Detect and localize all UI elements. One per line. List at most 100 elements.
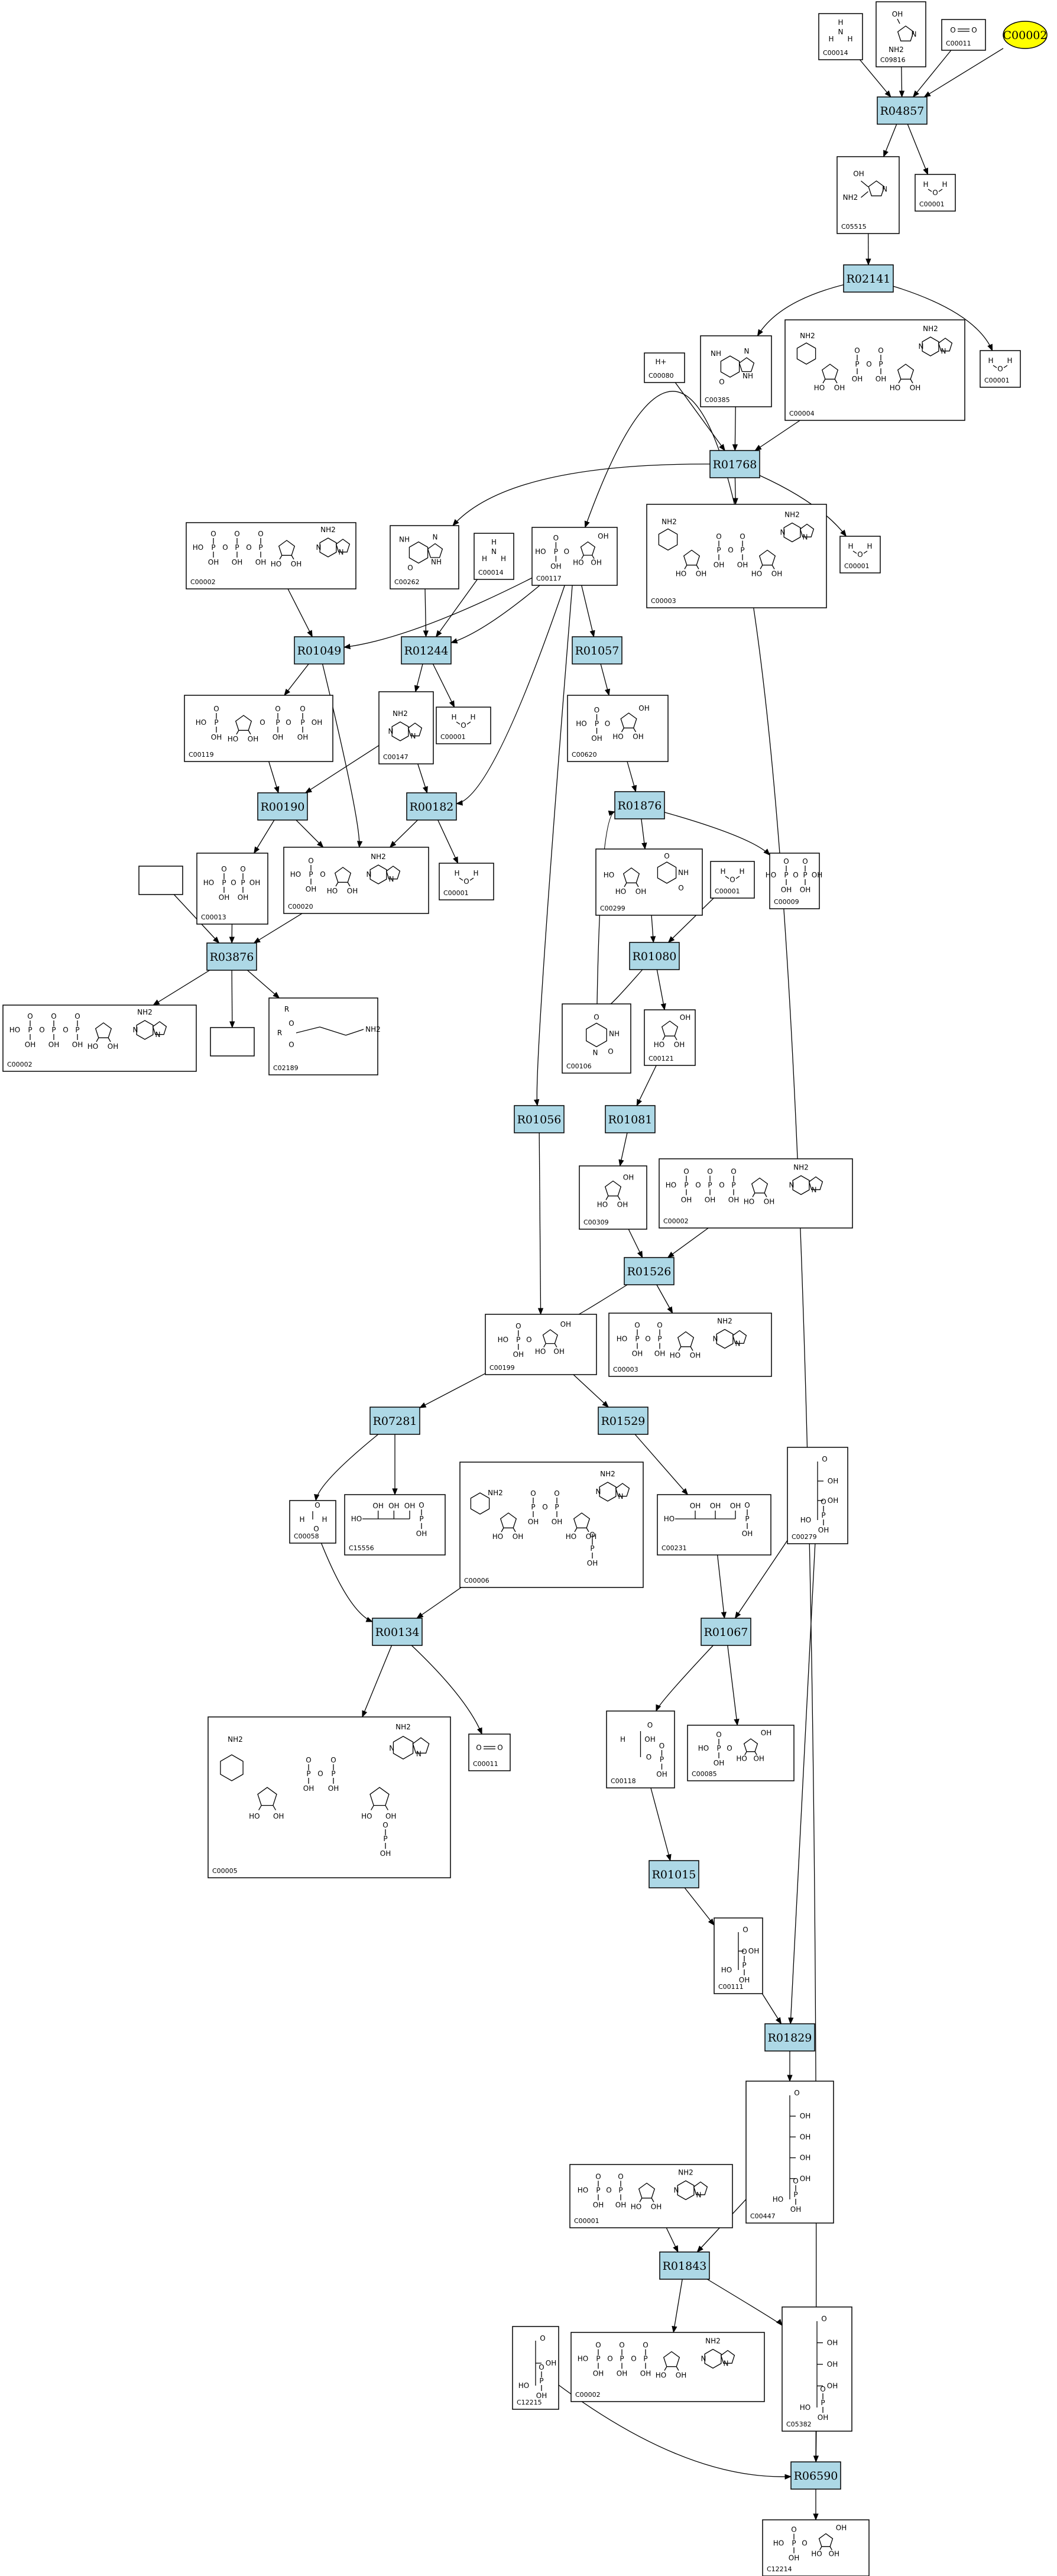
edge-arrow: [672, 2279, 683, 2334]
atom-label: OH: [72, 1041, 83, 1049]
reaction-node[interactable]: R01768: [709, 450, 760, 478]
reaction-node[interactable]: R03876: [206, 942, 257, 971]
reaction-label: R01529: [601, 1415, 646, 1428]
reaction-node[interactable]: R01067: [701, 1618, 751, 1646]
reaction-node[interactable]: R06590: [790, 2461, 841, 2490]
highlight-compound[interactable]: C00002: [1003, 21, 1048, 49]
reaction-node[interactable]: R01056: [514, 1105, 565, 1133]
reaction-node[interactable]: R01876: [614, 791, 665, 819]
reaction-node[interactable]: R01015: [649, 1860, 699, 1888]
reaction-node[interactable]: R01081: [605, 1105, 656, 1133]
atom-label: O: [793, 871, 798, 879]
compound-node[interactable]: [138, 866, 183, 895]
atom-label: HO: [656, 2371, 666, 2380]
reaction-node[interactable]: R00190: [257, 792, 308, 821]
atom-label: NH: [609, 1030, 620, 1038]
reaction-node[interactable]: R01529: [598, 1407, 649, 1435]
reaction-label: R00182: [410, 801, 454, 814]
reaction-node[interactable]: R01843: [659, 2251, 710, 2280]
reaction-node[interactable]: R01526: [624, 1257, 675, 1285]
compound-label: C00001: [919, 200, 945, 208]
compound-label: C15556: [349, 1544, 374, 1552]
reaction-node[interactable]: R02141: [843, 264, 894, 293]
atom-label: O: [540, 2334, 545, 2342]
reaction-node[interactable]: R01829: [764, 2023, 815, 2052]
edge-arrow: [727, 1645, 740, 1726]
reaction-node[interactable]: R01244: [401, 636, 452, 665]
compound-label: C00111: [718, 1983, 744, 1991]
compound-label: C00001: [574, 2217, 599, 2225]
atom-label: HO: [670, 1352, 680, 1360]
atom-label: O: [260, 718, 265, 727]
atom-label: O: [63, 1026, 68, 1034]
reaction-node[interactable]: R01049: [294, 636, 345, 665]
atom-label: P: [708, 1181, 712, 1190]
atom-label: N: [411, 732, 416, 740]
atom-label: O: [539, 2363, 544, 2371]
atom-label: P: [740, 546, 744, 555]
atom-label: HO: [666, 1181, 676, 1190]
reaction-node[interactable]: R00134: [372, 1618, 423, 1646]
reaction-node[interactable]: R07281: [369, 1407, 420, 1435]
compound-node[interactable]: [210, 1027, 255, 1057]
reaction-node[interactable]: R01057: [572, 636, 622, 665]
atom-label: N: [780, 529, 786, 537]
compound-label: C05515: [841, 223, 867, 231]
atom-label: O: [932, 189, 938, 197]
compound-node[interactable]: H+C00080: [644, 352, 685, 383]
reaction-node[interactable]: R00182: [406, 792, 457, 821]
compound-label: C00001: [844, 562, 870, 570]
reaction-node[interactable]: R01080: [629, 942, 680, 970]
reaction-node[interactable]: R04857: [877, 96, 928, 125]
